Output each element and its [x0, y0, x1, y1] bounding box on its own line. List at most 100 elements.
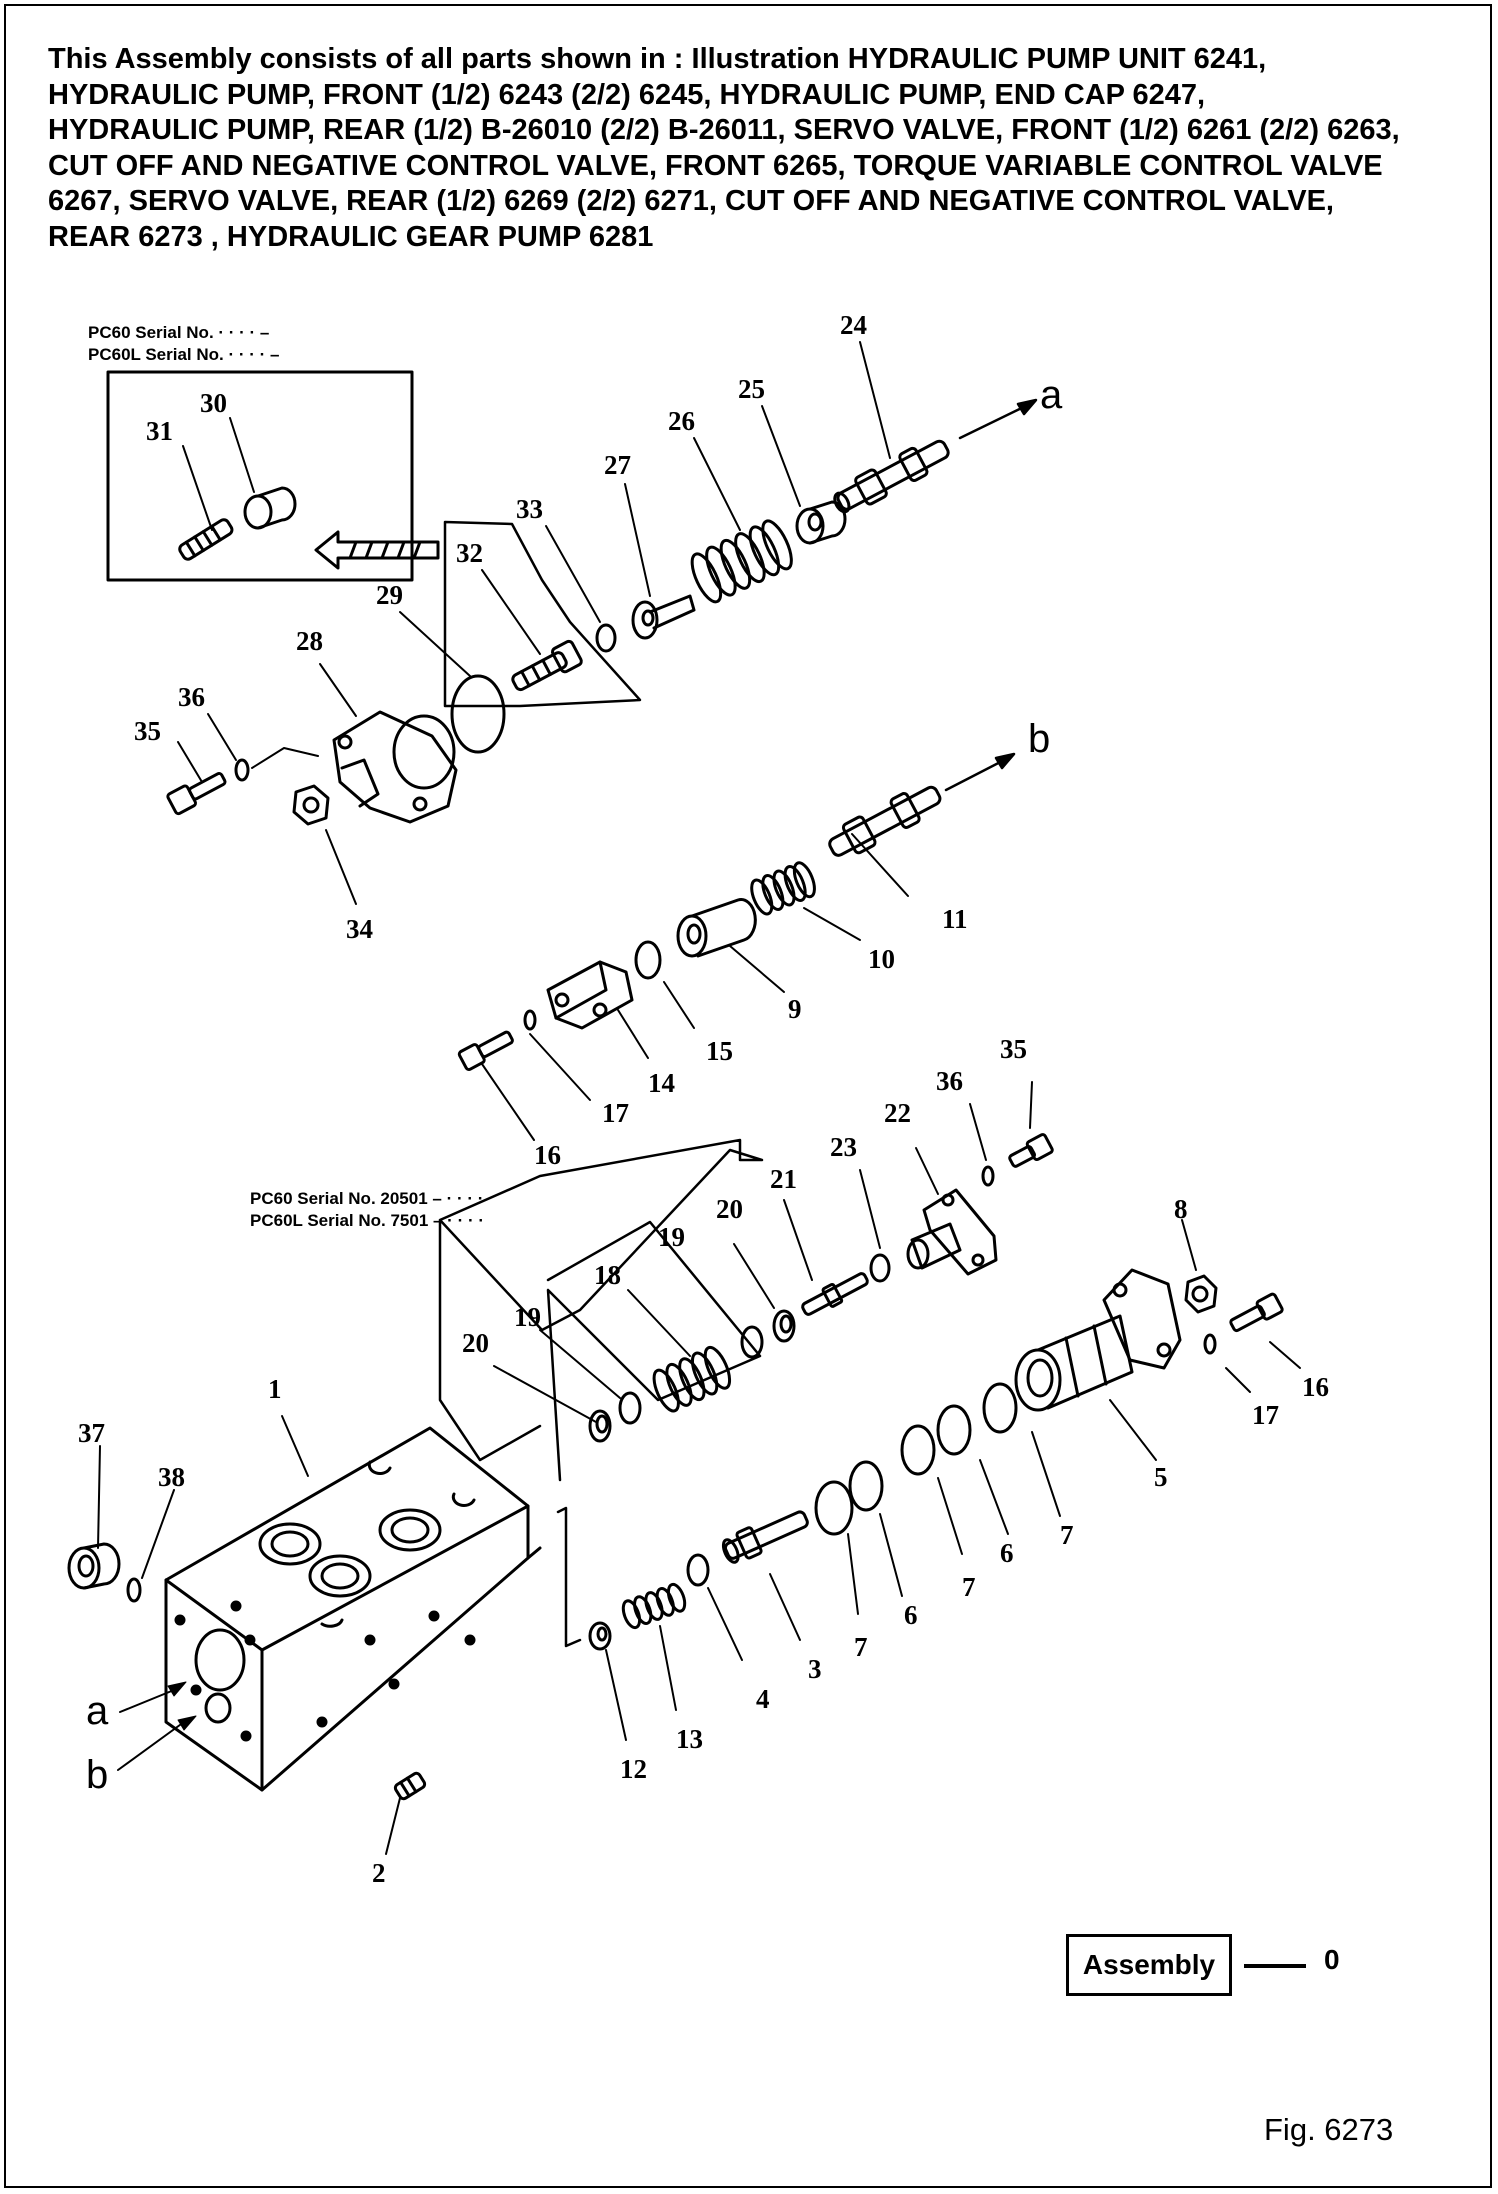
port-letter-a-top: a [1040, 373, 1063, 417]
part-38-oring [126, 1577, 142, 1603]
callout-17b: 17 [1252, 1400, 1279, 1430]
reference-arrow [314, 530, 440, 570]
callout-36b: 36 [936, 1066, 963, 1096]
part-11-spool [828, 785, 942, 857]
part-24-spool [833, 439, 950, 514]
callout-20a: 20 [716, 1194, 743, 1224]
callout-24: 24 [840, 310, 867, 340]
callout-7c: 7 [854, 1632, 868, 1662]
callout-10: 10 [868, 944, 895, 974]
description-line: REAR 6273 , HYDRAULIC GEAR PUMP 6281 [48, 220, 654, 253]
description-line: This Assembly consists of all parts show… [48, 43, 1267, 75]
part-19-ring-lower [618, 1391, 642, 1425]
part-28-cap [332, 710, 458, 824]
part-32-screw [511, 639, 583, 692]
part-4-oring [686, 1553, 710, 1587]
figure-number: Fig. 6273 [1264, 2112, 1394, 2147]
part-26-spring [690, 519, 793, 604]
part-22-cap [906, 1188, 998, 1276]
callout-19b: 19 [514, 1302, 541, 1332]
part-7-ring [982, 1382, 1018, 1434]
part-19-ring [740, 1325, 764, 1359]
part-29-oring [450, 674, 506, 754]
part-35-bolt [166, 771, 227, 816]
part-13-spring [621, 1582, 687, 1630]
callout-34: 34 [346, 914, 373, 944]
callout-5: 5 [1154, 1462, 1168, 1492]
callout-19a: 19 [658, 1222, 685, 1252]
callout-3: 3 [808, 1654, 822, 1684]
assembly-description: This Assembly consists of all parts show… [48, 42, 1468, 255]
callout-23: 23 [830, 1132, 857, 1162]
callout-7b: 7 [962, 1572, 976, 1602]
part-10-spring [750, 861, 816, 916]
callout-35b: 35 [1000, 1034, 1027, 1064]
callout-22: 22 [884, 1098, 911, 1128]
group-bracket-32-33 [443, 520, 642, 708]
callout-20b: 20 [462, 1328, 489, 1358]
part-7-ring [900, 1424, 936, 1476]
part-9-sleeve [676, 898, 757, 958]
callout-16a: 16 [534, 1140, 561, 1170]
part-17-washer [523, 1009, 537, 1031]
callout-2: 2 [372, 1858, 386, 1888]
part-23-oring [869, 1253, 891, 1283]
part-21-pin [801, 1272, 869, 1316]
part-34-nut [292, 784, 330, 826]
part-6-ring [936, 1404, 972, 1456]
part-36-washer-right [981, 1165, 995, 1187]
callout-30: 30 [200, 388, 227, 418]
part-15-oring [634, 940, 662, 980]
part-20-ring-lower-inner [595, 1414, 609, 1434]
callout-4: 4 [756, 1684, 770, 1714]
part-1-valve-body [164, 1426, 542, 1792]
serial-note-top-2: PC60L Serial No. · · · · – [88, 345, 279, 364]
legend-connector-line [1244, 1964, 1306, 1968]
part-33-oring [595, 623, 617, 653]
part-6-ring [848, 1460, 884, 1512]
callout-13: 13 [676, 1724, 703, 1754]
callout-25: 25 [738, 374, 765, 404]
callout-16b: 16 [1302, 1372, 1329, 1402]
part-3-spool [721, 1510, 809, 1564]
callout-6a: 6 [1000, 1538, 1014, 1568]
part-37-plug [67, 1542, 121, 1590]
part-12-seat [588, 1621, 612, 1651]
description-line: 6267, SERVO VALVE, REAR (1/2) 6269 (2/2)… [48, 185, 1334, 217]
callout-6b: 6 [904, 1600, 918, 1630]
callout-18: 18 [594, 1260, 621, 1290]
part-25-seat [795, 500, 847, 545]
part-2-plug [393, 1771, 427, 1801]
part-16-bolt-right [1229, 1292, 1284, 1333]
callout-28: 28 [296, 626, 323, 656]
part-7-ring [814, 1480, 854, 1536]
callout-17a: 17 [602, 1098, 629, 1128]
callout-33: 33 [516, 494, 543, 524]
callout-37: 37 [78, 1418, 105, 1448]
part-16-bolt [457, 1030, 514, 1072]
callout-31: 31 [146, 416, 173, 446]
callout-36a: 36 [178, 682, 205, 712]
port-letter-b-body: b [86, 1753, 108, 1797]
callout-1: 1 [268, 1374, 282, 1404]
callout-27: 27 [604, 450, 631, 480]
part-20-ring-lower [588, 1409, 612, 1443]
assembly-legend-box: Assembly [1066, 1934, 1232, 1996]
port-letter-a-body: a [86, 1689, 109, 1733]
callout-29: 29 [376, 580, 403, 610]
callout-32: 32 [456, 538, 483, 568]
part-18-spring [652, 1345, 732, 1413]
callout-14: 14 [648, 1068, 675, 1098]
part-5-sleeve [1014, 1268, 1182, 1412]
part-14-block [546, 960, 634, 1030]
callout-38: 38 [158, 1462, 185, 1492]
part-17-washer-right [1203, 1333, 1217, 1355]
part-35-bolt-right [1008, 1133, 1054, 1168]
group-bracket-18-20 [546, 1220, 762, 1482]
part-8-nut [1184, 1274, 1218, 1314]
description-line: CUT OFF AND NEGATIVE CONTROL VALVE, FRON… [48, 149, 1383, 182]
part-27-piston [631, 594, 696, 640]
port-arrows [167, 398, 1038, 1731]
description-line: HYDRAULIC PUMP, REAR (1/2) B-26010 (2/2)… [48, 114, 1400, 146]
